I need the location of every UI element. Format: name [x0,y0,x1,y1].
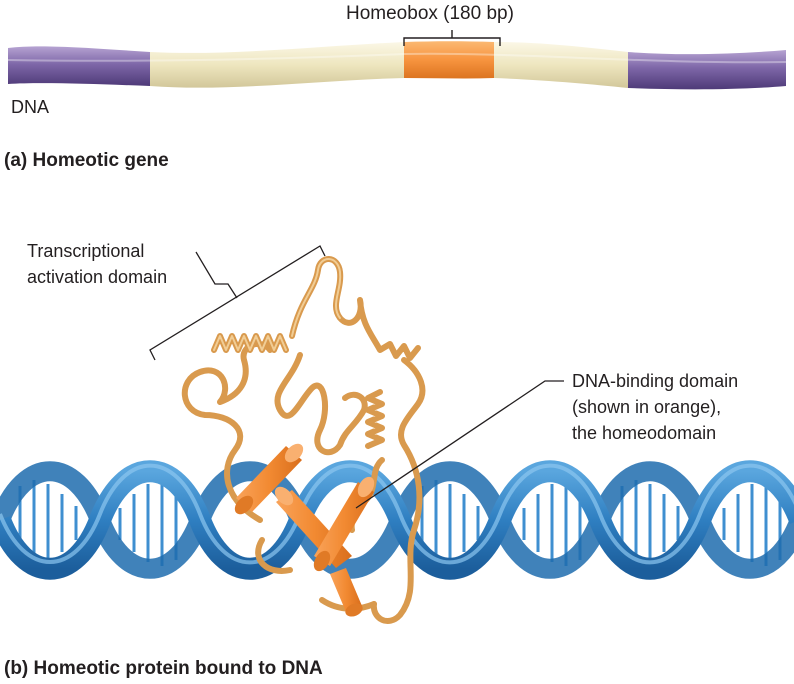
homeodomain [234,443,375,617]
activation-domain-label-line1: Transcriptional [27,241,145,261]
binding-domain-label-line2: (shown in orange), [572,397,722,417]
activation-domain-label-line2: activation domain [27,267,168,287]
dna-rod [7,41,787,90]
homeobox-label: Homeobox (180 bp) [346,3,514,24]
activation-domain-bracket [149,245,326,361]
dna-double-helix [0,460,794,580]
binding-domain-leader [355,380,564,509]
caption-a: (a) Homeotic gene [4,150,169,171]
binding-domain-label-line1: DNA-binding domain [572,371,739,391]
helix-strand-front [0,460,794,580]
helix-cylinder-1 [234,443,304,515]
caption-b: (b) Homeotic protein bound to DNA [4,658,323,679]
gene-region-right [494,42,628,88]
gene-region-left [150,42,404,88]
dna-flank-right [628,50,786,90]
binding-domain-label-line3: the homeodomain [572,423,717,443]
helix-cylinder-3 [313,476,375,572]
dna-flank-left [8,46,150,86]
homeotic-protein [181,256,426,624]
homeobox-bracket [403,30,501,46]
helix-cylinder-4 [330,568,363,617]
dna-label: DNA [11,97,50,117]
homeobox-segment [404,41,494,79]
